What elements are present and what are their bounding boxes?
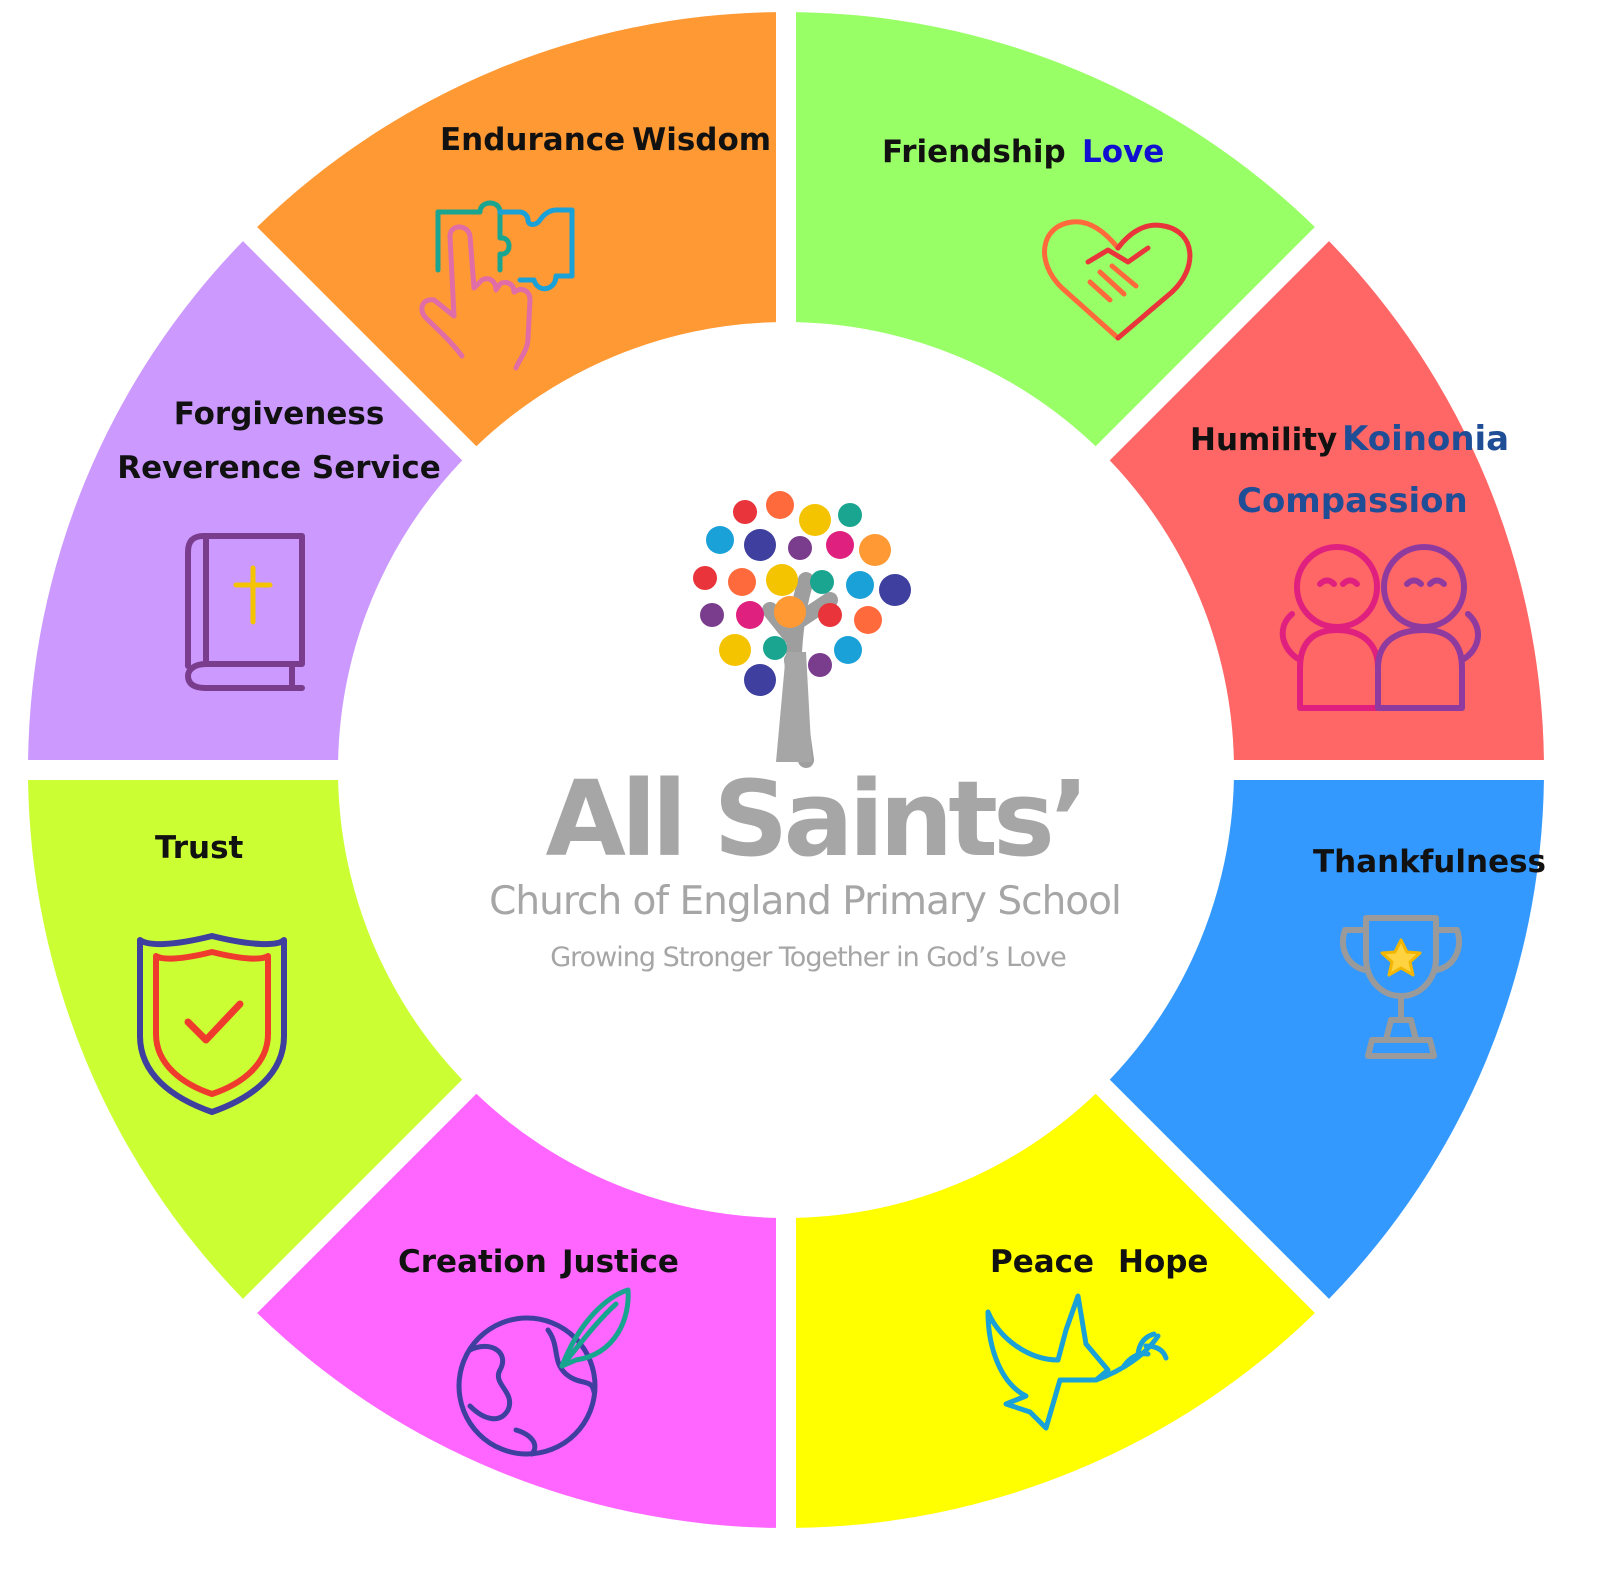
label-wisdom: Wisdom bbox=[632, 122, 771, 158]
label-hope: Hope bbox=[1118, 1244, 1208, 1280]
dove-olive-branch-icon bbox=[985, 1293, 1169, 1431]
label-forgiveness: Forgiveness bbox=[174, 396, 385, 432]
school-motto: Growing Stronger Together in God’s Love bbox=[550, 942, 1066, 973]
tree-hand-dot bbox=[774, 596, 806, 628]
school-logo: All Saints’ Church of England Primary Sc… bbox=[489, 491, 1122, 973]
tree-hand-dot bbox=[736, 601, 764, 629]
label-creation: Creation bbox=[398, 1244, 547, 1280]
handshake-heart-icon bbox=[1042, 219, 1193, 341]
tree-hand-dot bbox=[826, 531, 854, 559]
tree-hand-dot bbox=[879, 574, 911, 606]
tree-hand-dot bbox=[838, 503, 862, 527]
tree-hand-dot bbox=[728, 568, 756, 596]
school-name: All Saints’ bbox=[546, 758, 1085, 880]
segments-layer bbox=[28, 12, 1544, 1528]
tree-hand-dot bbox=[859, 534, 891, 566]
label-trust: Trust bbox=[155, 830, 244, 866]
tree-hand-dot bbox=[744, 529, 776, 561]
bible-cross-icon bbox=[185, 533, 305, 691]
tree-hand-dot bbox=[744, 664, 776, 696]
label-humility: Humility bbox=[1190, 422, 1337, 458]
label-reverence-service: Reverence Service bbox=[117, 450, 441, 486]
tree-hand-dot bbox=[766, 491, 794, 519]
label-peace: Peace bbox=[990, 1244, 1094, 1280]
globe-leaf-icon bbox=[456, 1287, 631, 1457]
tree-hand-dot bbox=[700, 603, 724, 627]
tree-hand-dot bbox=[846, 571, 874, 599]
tree-hand-dot bbox=[810, 570, 834, 594]
hand-tree-icon bbox=[693, 491, 911, 768]
tree-hand-dot bbox=[763, 636, 787, 660]
puzzle-hand-icon bbox=[419, 200, 575, 371]
tree-leaf-hands bbox=[693, 491, 911, 696]
label-justice: Justice bbox=[560, 1244, 679, 1280]
label-endurance: Endurance bbox=[440, 122, 625, 158]
segment-forgiveness bbox=[28, 241, 463, 761]
tree-hand-dot bbox=[766, 564, 798, 596]
friends-hugging-icon bbox=[1279, 544, 1481, 711]
segment-thankfulness bbox=[1109, 779, 1544, 1299]
tree-hand-dot bbox=[788, 536, 812, 560]
trophy-star-icon bbox=[1340, 915, 1462, 1059]
segment-peace bbox=[795, 1093, 1315, 1528]
segment-labels: Friendship Love Humility Koinonia Compas… bbox=[117, 122, 1546, 1280]
label-love: Love bbox=[1082, 134, 1164, 170]
shield-check-icon bbox=[137, 933, 287, 1115]
school-subtitle: Church of England Primary School bbox=[489, 879, 1121, 924]
tree-hand-dot bbox=[799, 504, 831, 536]
label-thankfulness: Thankfulness bbox=[1313, 844, 1546, 880]
tree-hand-dot bbox=[733, 500, 757, 524]
tree-hand-dot bbox=[706, 526, 734, 554]
tree-hand-dot bbox=[719, 634, 751, 666]
tree-hand-dot bbox=[693, 566, 717, 590]
segment-trust bbox=[28, 779, 463, 1299]
segment-endurance bbox=[257, 12, 777, 447]
label-friendship: Friendship bbox=[882, 134, 1066, 170]
label-koinonia: Koinonia bbox=[1342, 419, 1509, 459]
segment-creation bbox=[257, 1093, 777, 1528]
tree-hand-dot bbox=[854, 606, 882, 634]
tree-hand-dot bbox=[834, 636, 862, 664]
tree-hand-dot bbox=[818, 603, 842, 627]
tree-hand-dot bbox=[808, 653, 832, 677]
label-compassion: Compassion bbox=[1237, 481, 1468, 521]
